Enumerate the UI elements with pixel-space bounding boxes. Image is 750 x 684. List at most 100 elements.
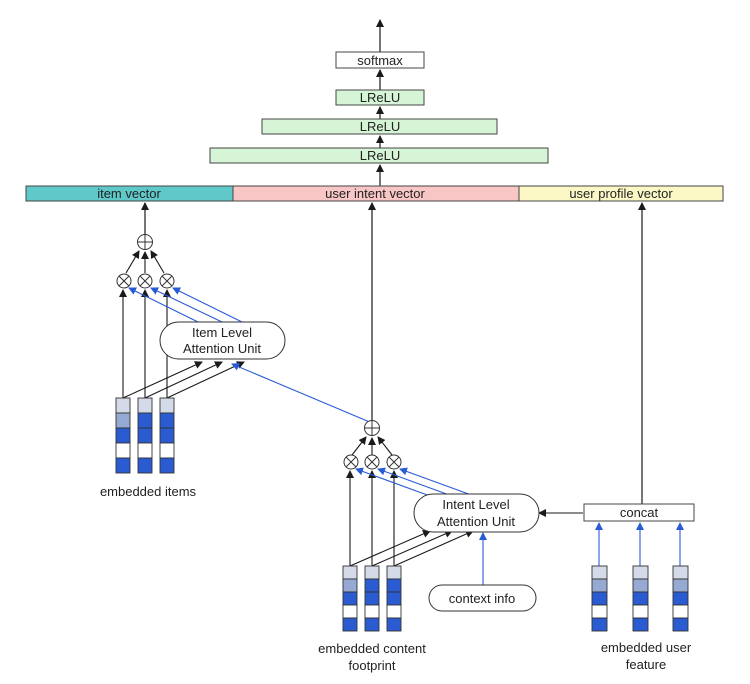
embedding-cell [386,565,402,580]
item-attention-line2: Attention Unit [183,341,261,356]
embedded-content-caption-1: embedded content [318,641,426,656]
embedding-cell [386,604,402,619]
lrelu-layer-top: LReLU [335,89,425,106]
embedding-cell [342,617,358,632]
embedding-cell [591,565,608,580]
blue-arrow-intent-att-mult3 [399,467,475,497]
embedding-cell [364,591,380,606]
embedding-cell [159,457,175,474]
context-info-label: context info [449,591,516,606]
embedding-vector [672,565,689,632]
embedding-cell [364,565,380,580]
embedding-cell [115,457,131,474]
arrow-item-emb2-att [144,361,223,399]
lrelu-layer-bottom: LReLU [209,147,549,164]
item-vector-label: item vector [97,186,161,201]
user-profile-vector-label: user profile vector [569,186,673,201]
concat-box: concat [583,503,695,522]
lrelu-label-bottom: LReLU [360,148,400,163]
item-multiply-node [159,273,175,289]
arrow-intent-mult3-sum [377,436,393,456]
embedded-user-feature [591,565,689,632]
user-intent-vector: user intent vector [232,185,520,202]
lrelu-label-middle: LReLU [360,119,400,134]
embedded-content-footprint [342,565,402,632]
embedding-cell [386,617,402,632]
arrow-intent-emb1-att [349,530,431,567]
user-profile-vector: user profile vector [518,185,724,202]
embedding-cell [137,427,153,444]
embedding-cell [672,578,689,593]
embedded-content-caption-2: footprint [349,658,396,673]
blue-arrow-item-att-mult3 [172,287,243,323]
blue-arrow-intent-att-mult1 [355,467,431,497]
arrow-item-emb1-att [122,361,203,399]
embedded-items-caption: embedded items [100,484,197,499]
embedding-vector [137,397,153,474]
item-vector: item vector [25,185,234,202]
embedding-cell [591,604,608,619]
item-level-attention-unit: Item Level Attention Unit [159,321,286,360]
embedding-cell [159,427,175,444]
embedding-cell [115,397,131,414]
embedding-vector [342,565,358,632]
embedding-cell [364,617,380,632]
concat-label: concat [620,505,659,520]
embedding-cell [364,578,380,593]
arrow-item-mult1-sum [125,250,140,274]
item-sum-node [137,234,153,250]
embedding-cell [672,617,689,632]
blue-arrow-intent-to-item-att [231,363,373,424]
embedding-cell [591,578,608,593]
embedding-vector [364,565,380,632]
arrow-intent-mult1-sum [351,436,367,456]
embedding-cell [159,412,175,429]
item-multiply-node [137,273,153,289]
embedding-cell [342,578,358,593]
embedding-cell [137,442,153,459]
embedding-cell [137,457,153,474]
intent-attention-line2: Attention Unit [437,514,515,529]
embedding-cell [386,591,402,606]
intent-level-attention-unit: Intent Level Attention Unit [413,493,540,533]
item-multiply-nodes [116,273,175,289]
embedding-cell [115,427,131,444]
intent-multiply-node [386,454,402,470]
embedding-cell [632,565,649,580]
arrow-item-emb3-att [166,361,245,399]
arrow-intent-emb3-att [393,530,474,567]
item-attention-line1: Item Level [192,325,252,340]
embedding-cell [115,442,131,459]
blue-arrow-item-att-mult1 [128,287,199,323]
embedding-cell [591,617,608,632]
embedding-vector [591,565,608,632]
arrow-intent-emb2-att [371,530,453,567]
intent-multiply-nodes [343,454,402,470]
intent-multiply-node [343,454,359,470]
lrelu-label-top: LReLU [360,90,400,105]
embedding-cell [115,412,131,429]
blue-arrow-item-att-mult2 [150,287,223,323]
embedding-cell [342,565,358,580]
embedding-cell [632,604,649,619]
embedding-cell [364,604,380,619]
embedding-cell [342,604,358,619]
embedding-cell [672,604,689,619]
embedding-cell [342,591,358,606]
embedding-cell [159,397,175,414]
embedded-items [115,397,175,474]
arrow-item-mult3-sum [150,250,165,274]
embedding-cell [386,578,402,593]
embedding-cell [159,442,175,459]
intent-sum-node [364,420,380,436]
softmax-label: softmax [357,53,403,68]
embedded-user-caption-2: feature [626,657,666,672]
item-multiply-node [116,273,132,289]
embedding-cell [632,591,649,606]
embedded-user-caption-1: embedded user [601,640,692,655]
embedding-cell [672,565,689,580]
embedding-cell [672,591,689,606]
context-info: context info [428,584,537,612]
embedding-cell [632,617,649,632]
